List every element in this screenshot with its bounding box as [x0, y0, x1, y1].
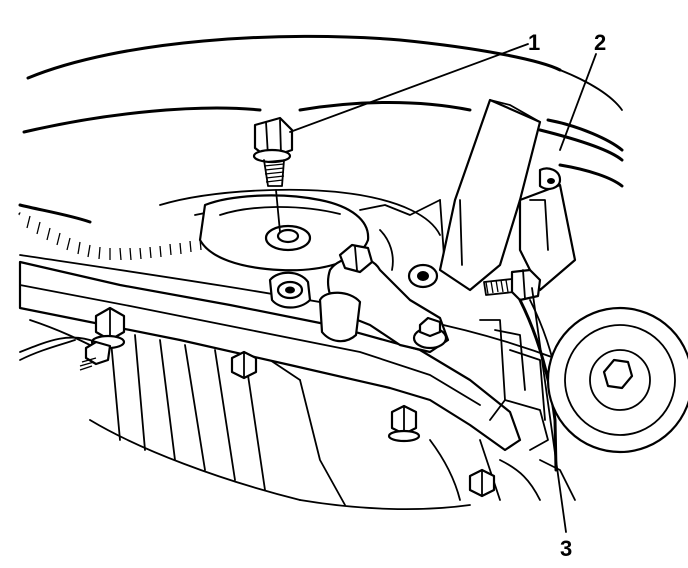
- ground-stud-bolt: [19, 306, 126, 371]
- case-bolt: [230, 350, 258, 380]
- case-bolt: [387, 404, 421, 443]
- bracket-2: [438, 98, 577, 292]
- case-bolts: [19, 306, 496, 498]
- mount-pad: [198, 194, 370, 309]
- right-side-components: [479, 298, 688, 501]
- callout-1: 1: [528, 30, 540, 55]
- bolt-1: [252, 116, 294, 233]
- shift-lever: [318, 243, 450, 354]
- case-bolt: [468, 468, 496, 498]
- callout-3: 3: [560, 536, 572, 561]
- callout-2: 2: [594, 30, 606, 55]
- transmission-strap: [18, 260, 522, 452]
- leader-line-3: [531, 287, 567, 533]
- bolt-3: [483, 268, 542, 302]
- leader-line-2: [559, 53, 597, 151]
- callout-labels: 1 2 3: [528, 30, 606, 561]
- leader-lines: [289, 43, 597, 533]
- leader-line-1: [289, 43, 529, 133]
